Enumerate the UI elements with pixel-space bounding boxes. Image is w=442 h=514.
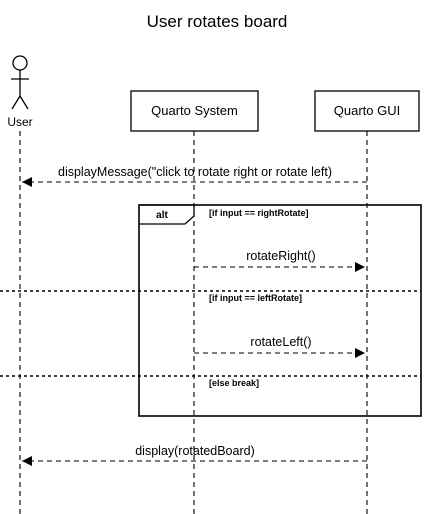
guard-condition-right-rotate: [if input == rightRotate] — [209, 208, 309, 218]
message-label-display-rotated-board: display(rotatedBoard) — [135, 444, 255, 458]
alt-operator-label: alt — [156, 210, 168, 221]
participant-box-quarto-system — [130, 90, 259, 132]
message-label-rotate-left: rotateLeft() — [250, 335, 311, 349]
message-label-rotate-right: rotateRight() — [246, 249, 315, 263]
actor-left-leg — [11, 95, 21, 110]
diagram-title: User rotates board — [147, 12, 288, 31]
participant-label-quarto-system: Quarto System — [151, 103, 238, 118]
participant-label-quarto-gui: Quarto GUI — [334, 103, 400, 118]
message-label-display-message: displayMessage("click to rotate right or… — [58, 165, 332, 179]
alt-fragment-frame — [138, 204, 422, 417]
actor-right-leg — [19, 95, 29, 110]
alt-fragment-tab — [139, 204, 195, 225]
actor-label: User — [7, 115, 32, 129]
guard-condition-else-break: [else break] — [209, 378, 259, 388]
guard-condition-left-rotate: [if input == leftRotate] — [209, 293, 302, 303]
user-actor — [11, 55, 29, 110]
actor-head — [12, 55, 28, 71]
participant-box-quarto-gui — [314, 90, 420, 132]
